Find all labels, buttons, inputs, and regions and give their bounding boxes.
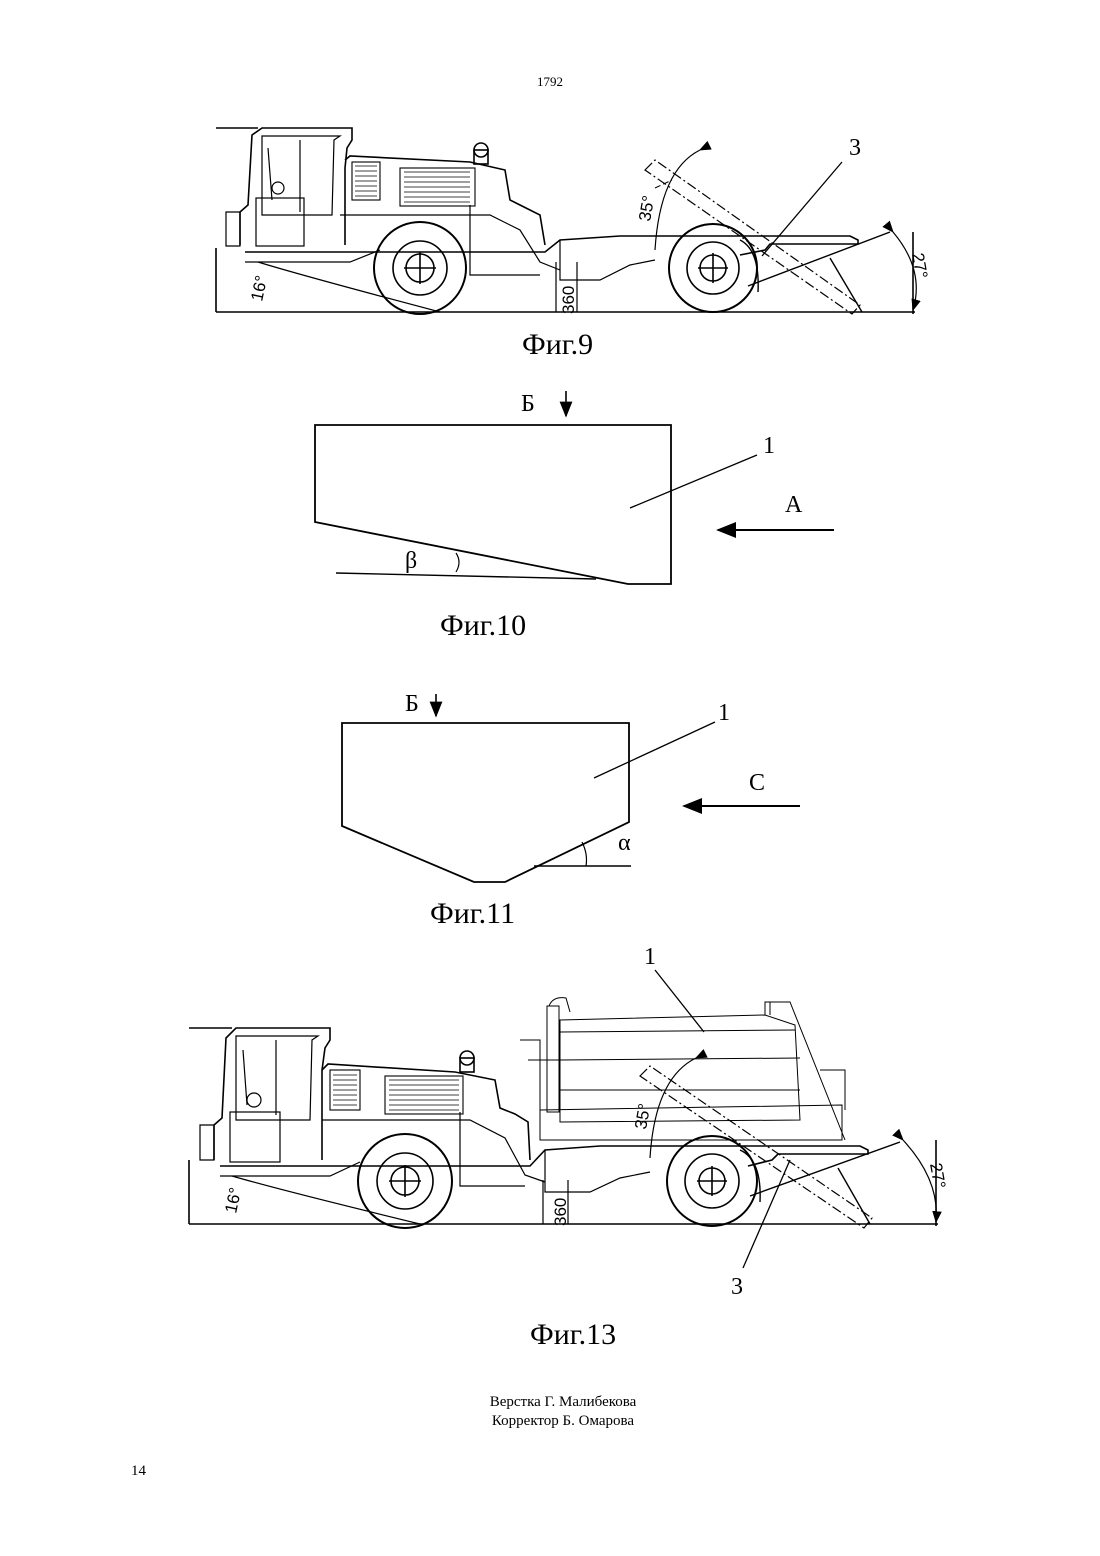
fig11-view-label: Б bbox=[405, 691, 419, 717]
fig11-angle-label: α bbox=[618, 830, 631, 856]
fig10-view-label: Б bbox=[521, 391, 535, 417]
fig10-caption: Фиг.10 bbox=[440, 609, 526, 643]
fig13-height-360: 360 bbox=[551, 1198, 570, 1226]
fig13-callout-1: 1 bbox=[644, 944, 656, 970]
fig9-height-360: 360 bbox=[559, 286, 578, 314]
fig11-drawing bbox=[342, 694, 800, 882]
fig11-callout-1: 1 bbox=[718, 700, 730, 726]
fig13-caption: Фиг.13 bbox=[530, 1318, 616, 1352]
fig10-callout-1: 1 bbox=[763, 433, 775, 459]
credit-layout: Верстка Г. Малибекова bbox=[0, 1393, 1100, 1412]
fig9-caption: Фиг.9 bbox=[522, 328, 593, 362]
page-number: 14 bbox=[131, 1463, 146, 1480]
fig11-arrow-label: C bbox=[749, 770, 765, 796]
fig13-angle-35: 35° bbox=[631, 1102, 654, 1131]
fig10-angle-label: β bbox=[405, 548, 417, 574]
fig11-caption: Фиг.11 bbox=[430, 897, 515, 931]
fig9-angle-16: 16° bbox=[247, 274, 271, 303]
fig10-drawing bbox=[315, 391, 834, 584]
fig10-arrow-label: A bbox=[785, 492, 803, 518]
credit-proofreader: Корректор Б. Омарова bbox=[0, 1412, 1100, 1431]
fig9-angle-35: 35° bbox=[635, 194, 658, 223]
credits: Верстка Г. Малибекова Корректор Б. Омаро… bbox=[0, 1393, 1100, 1431]
fig13-callout-3: 3 bbox=[731, 1274, 743, 1300]
fig9-callout-3: 3 bbox=[849, 135, 861, 161]
fig9-angle-27: 27° bbox=[908, 251, 931, 280]
fig13-angle-27: 27° bbox=[926, 1161, 949, 1190]
fig13-angle-16: 16° bbox=[221, 1186, 245, 1215]
